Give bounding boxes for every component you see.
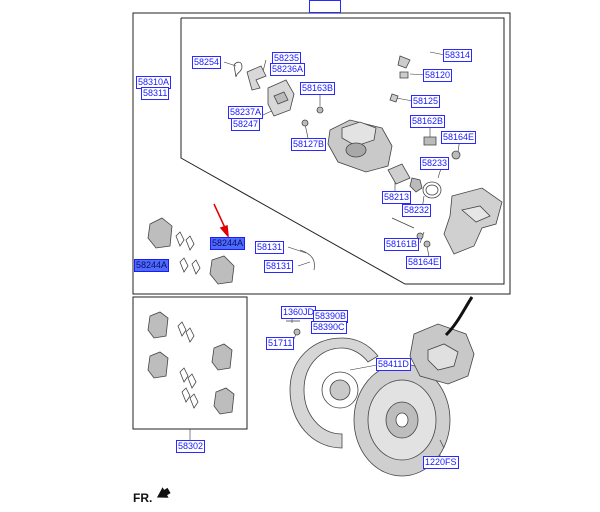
part-label-58213[interactable]: 58213 xyxy=(382,191,412,204)
part-label-58233[interactable]: 58233 xyxy=(420,157,450,170)
part-label-1220fs[interactable]: 1220FS xyxy=(423,456,459,469)
part-label-58232[interactable]: 58232 xyxy=(402,204,432,217)
part-label-58161b[interactable]: 58161B xyxy=(384,238,420,251)
part-label-58162b[interactable]: 58162B xyxy=(410,115,446,128)
part-label-58302[interactable]: 58302 xyxy=(176,440,206,453)
part-label-58247[interactable]: 58247 xyxy=(231,118,261,131)
part-label-58120[interactable]: 58120 xyxy=(423,69,453,82)
part-label-58127b[interactable]: 58127B xyxy=(291,138,327,151)
part-label-58254[interactable]: 58254 xyxy=(192,56,222,69)
part-label-58236a[interactable]: 58236A xyxy=(270,63,306,76)
part-label-58163b[interactable]: 58163B xyxy=(300,82,336,95)
caliper-assembly-frame xyxy=(132,12,511,295)
part-label-58311[interactable]: 58311 xyxy=(141,87,170,100)
part-label-1360jd[interactable]: 1360JD xyxy=(281,306,317,319)
part-label-58411d[interactable]: 58411D xyxy=(376,358,411,371)
part-label-58244a[interactable]: 58244A xyxy=(134,259,170,272)
part-label-58390c[interactable]: 58390C xyxy=(311,321,347,334)
part-label-51711[interactable]: 51711 xyxy=(266,337,295,350)
part-label-58125[interactable]: 58125 xyxy=(411,95,441,108)
part-label-58131-b[interactable]: 58131 xyxy=(264,260,294,273)
caliper-subassembly-outline xyxy=(180,17,505,285)
part-label-top[interactable] xyxy=(309,0,341,13)
part-label-58164e-bottom[interactable]: 58164E xyxy=(406,256,442,269)
part-label-58131-a[interactable]: 58131 xyxy=(255,241,285,254)
part-label-58314[interactable]: 58314 xyxy=(443,49,473,62)
part-label-58244a-selected[interactable]: 58244A xyxy=(210,237,246,250)
front-direction-label: FR. xyxy=(133,491,153,505)
part-label-58164e-top[interactable]: 58164E xyxy=(441,131,477,144)
